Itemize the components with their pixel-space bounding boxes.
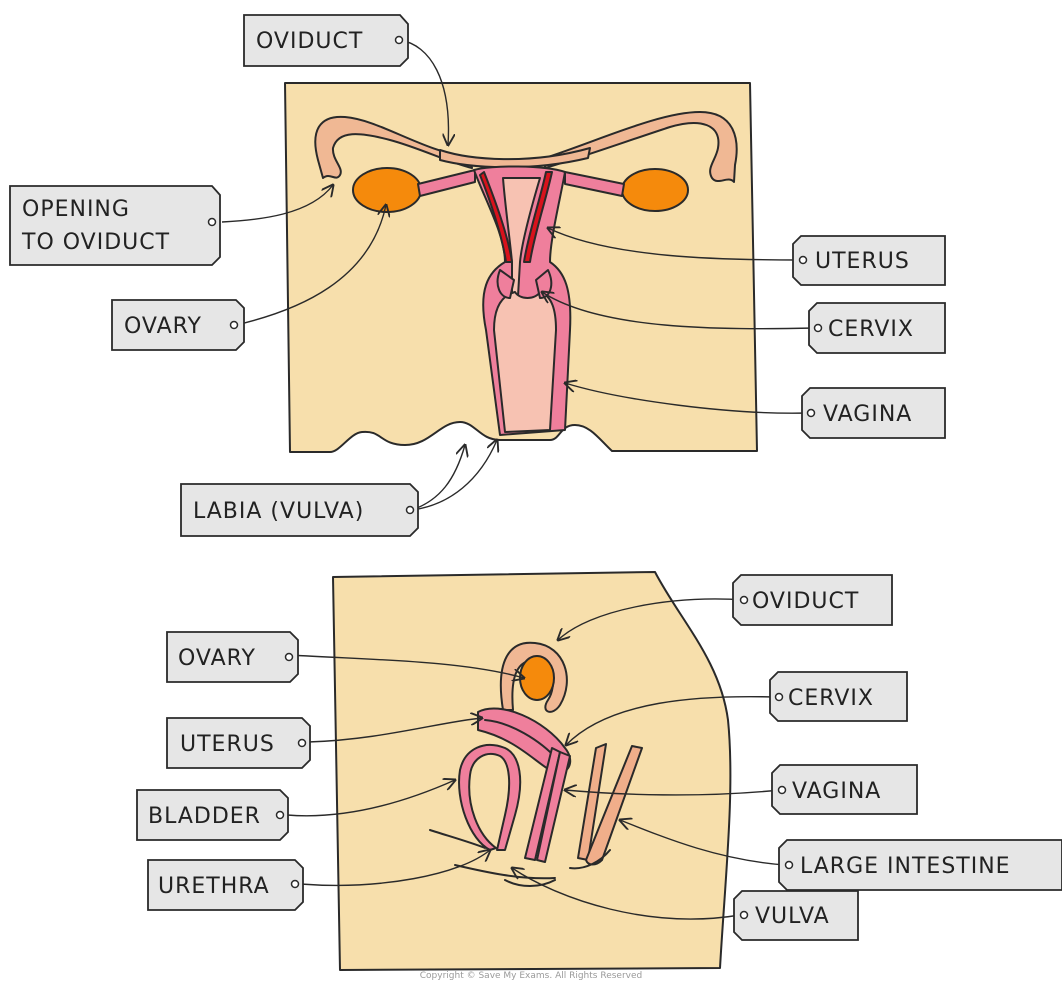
- label-ovary-side: OVARY: [167, 632, 298, 682]
- label-urethra-side-text: URETHRA: [158, 874, 270, 899]
- label-uterus-front: UTERUS: [793, 236, 945, 285]
- label-uterus-side: UTERUS: [167, 718, 310, 768]
- label-bladder-side-text: BLADDER: [148, 804, 261, 829]
- label-vagina-side: VAGINA: [772, 765, 917, 814]
- label-oviduct-side: OVIDUCT: [733, 575, 892, 625]
- label-vulva-side-text: VULVA: [755, 904, 830, 929]
- label-oviduct-side-text: OVIDUCT: [752, 589, 859, 614]
- label-oviduct-front-text: OVIDUCT: [256, 29, 363, 54]
- front-view: [285, 83, 757, 452]
- label-vagina-front-text: VAGINA: [823, 402, 912, 427]
- label-urethra-side: URETHRA: [148, 860, 303, 910]
- label-opening-line2: TO OVIDUCT: [21, 230, 170, 255]
- label-opening-line1: OPENING: [22, 197, 130, 222]
- label-labia-text: LABIA (VULVA): [193, 499, 364, 524]
- label-cervix-side-text: CERVIX: [788, 686, 874, 711]
- label-uterus-side-text: UTERUS: [180, 732, 275, 757]
- label-oviduct-front: OVIDUCT: [244, 15, 408, 66]
- label-large-intestine-side-text: LARGE INTESTINE: [800, 854, 1011, 879]
- front-vaginal-canal: [494, 292, 556, 432]
- label-labia-vulva: LABIA (VULVA): [181, 484, 418, 536]
- label-ovary-front-text: OVARY: [124, 314, 202, 339]
- label-cervix-front: CERVIX: [809, 303, 945, 353]
- label-opening-to-oviduct: OPENING TO OVIDUCT: [10, 186, 220, 265]
- label-cervix-front-text: CERVIX: [828, 317, 914, 342]
- label-cervix-side: CERVIX: [770, 672, 907, 721]
- copyright-text: Copyright © Save My Exams. All Rights Re…: [420, 971, 642, 981]
- side-ovary: [520, 656, 554, 700]
- side-body-background: [333, 572, 730, 970]
- label-ovary-front: OVARY: [112, 300, 244, 350]
- label-large-intestine-side: LARGE INTESTINE: [779, 840, 1062, 890]
- label-vulva-side: VULVA: [734, 891, 858, 940]
- label-ovary-side-text: OVARY: [178, 646, 256, 671]
- label-bladder-side: BLADDER: [137, 790, 288, 840]
- front-right-ovary: [622, 169, 688, 211]
- label-uterus-front-text: UTERUS: [815, 249, 910, 274]
- front-left-ovary: [353, 168, 421, 212]
- label-vagina-front: VAGINA: [802, 388, 945, 438]
- side-view: [333, 572, 730, 970]
- label-vagina-side-text: VAGINA: [792, 779, 881, 804]
